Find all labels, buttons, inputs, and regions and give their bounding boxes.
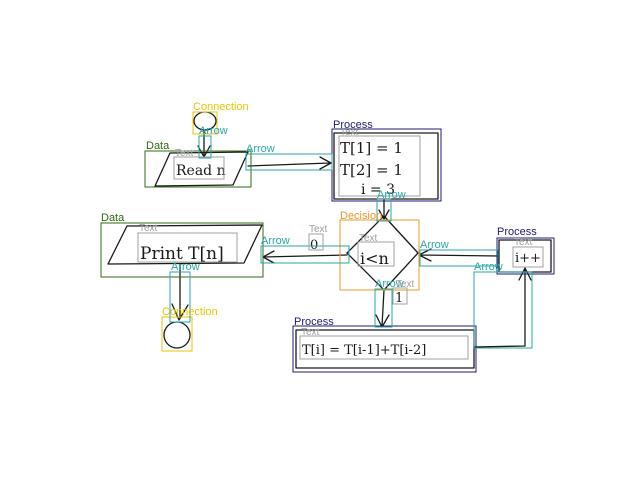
arrow-box-start <box>198 135 212 159</box>
label-process-init: Process <box>333 119 373 131</box>
process-box-increment <box>496 237 555 275</box>
text-box-zero <box>308 233 324 251</box>
connection-box-bottom <box>161 316 193 352</box>
label-text-init: Text <box>340 127 359 138</box>
init-t2-text: T[2] = 1 <box>340 161 403 179</box>
arrow-annotations <box>169 135 533 349</box>
label-text-print: Text <box>139 223 158 234</box>
connection-annotations <box>161 111 218 352</box>
label-text-increment: Text <box>514 237 533 248</box>
print-shape <box>107 224 263 265</box>
text-box-increment <box>512 246 544 268</box>
text-annotations <box>137 135 544 360</box>
label-data-print: Data <box>101 212 125 224</box>
print-text: Print T[n] <box>140 244 224 264</box>
label-arrow-read-init: Arrow <box>246 143 275 155</box>
text-box-recurrence <box>299 335 469 360</box>
arrow-box-print-end <box>169 271 191 323</box>
data-annotations <box>100 150 264 278</box>
recurrence-process-shape <box>295 329 475 369</box>
init-t1-text: T[1] = 1 <box>340 139 403 157</box>
label-arrow-decision-recurrence: Arrow <box>375 278 404 290</box>
label-connection-top: Connection <box>193 101 249 113</box>
label-decision: Decision <box>340 210 382 222</box>
label-arrow-increment-decision: Arrow <box>420 239 449 251</box>
arrow-decision-to-recurrence-ink <box>375 289 390 328</box>
label-process-increment: Process <box>497 226 537 238</box>
arrow-box-decision-recurrence <box>374 288 393 328</box>
arrow-print-to-end-ink <box>171 263 189 321</box>
text-box-print <box>137 232 238 263</box>
label-text-read: Text <box>175 148 194 159</box>
label-data-read: Data <box>146 140 170 152</box>
label-arrow-print-end: Arrow <box>171 261 200 273</box>
label-arrow-start: Arrow <box>199 125 228 137</box>
label-process-recurrence: Process <box>294 316 334 328</box>
text-box-decision <box>357 241 395 267</box>
init-i-text: i = 3 <box>361 182 395 198</box>
arrow-box-decision-print <box>260 245 350 264</box>
arrow-decision-to-print-ink <box>262 250 348 264</box>
text-box-init <box>338 135 421 197</box>
process-box-recurrence <box>292 325 477 373</box>
decision-box <box>339 219 420 291</box>
arrow-recurrence-to-increment-ink <box>473 267 532 348</box>
read-n-text: Read n <box>176 163 226 179</box>
arrow-read-to-init-ink <box>247 156 332 170</box>
arrow-box-init-decision <box>376 198 392 222</box>
label-arrow-recurrence-increment: Arrow <box>474 261 503 273</box>
data-box-print <box>100 222 264 278</box>
increment-text: i++ <box>515 251 541 266</box>
decision-text: i<n <box>360 249 389 268</box>
annotation-labels: Connection Connection Data Data Process … <box>101 101 537 328</box>
label-arrow-decision-print: Arrow <box>261 235 290 247</box>
data-box-read <box>144 150 252 188</box>
text-labels: Text Text Text Text Text Text Text Text <box>139 127 533 338</box>
end-connector-shape <box>163 321 191 349</box>
arrow-box-read-init <box>245 153 333 171</box>
arrow-init-to-decision-ink <box>378 198 390 220</box>
label-arrow-init-decision: Arrow <box>377 189 406 201</box>
connection-box-top <box>192 111 218 135</box>
recurrence-text: T[i] = T[i-1]+T[i-2] <box>302 343 426 358</box>
label-connection-bottom: Connection <box>162 306 218 318</box>
text-box-read <box>173 156 225 180</box>
read-n-shape <box>154 151 249 187</box>
text-box-one <box>392 287 408 305</box>
label-text-decision: Text <box>359 233 378 244</box>
handwriting-layer: Read n T[1] = 1 T[2] = 1 i = 3 Print T[n… <box>140 139 541 358</box>
label-text-zero: Text <box>309 224 328 235</box>
label-text-one: Text <box>396 279 415 290</box>
one-branch-text: 1 <box>395 291 403 306</box>
arrow-box-increment-decision <box>419 249 499 267</box>
label-text-recurrence: Text <box>301 327 320 338</box>
arrow-box-recurrence-increment <box>473 271 533 349</box>
